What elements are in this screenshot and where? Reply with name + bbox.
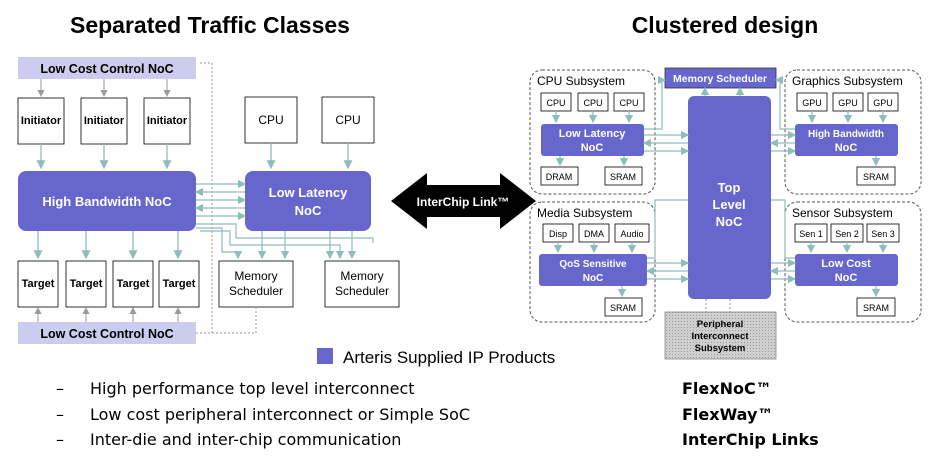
bullet-item: –Low cost peripheral interconnect or Sim…: [56, 404, 471, 424]
gpu-chip-label: GPU: [873, 98, 893, 108]
audio-label: Audio: [620, 229, 643, 239]
top-level-noc: [688, 96, 771, 299]
graphics-noc-line1: High Bandwidth: [808, 129, 884, 140]
cpu-subsystem-title: CPU Subsystem: [537, 74, 625, 88]
media-noc-line2: NoC: [583, 273, 604, 284]
memory-scheduler-bar-label: Memory Scheduler: [673, 73, 767, 85]
cpu-noc-line2: NoC: [581, 142, 604, 154]
peripheral-line2: Interconnect: [691, 331, 749, 342]
high-bandwidth-noc-label: High Bandwidth NoC: [42, 194, 172, 209]
target-label: Target: [22, 278, 55, 290]
media-subsystem-title: Media Subsystem: [537, 206, 632, 220]
sensor-subsystem-frame: [784, 201, 922, 323]
bullet-item: –High performance top level interconnect: [56, 379, 415, 398]
product-flexnoc: FlexNoC™: [682, 379, 772, 398]
sensor-sram-box: [856, 297, 896, 317]
media-sram-label: SRAM: [610, 303, 636, 313]
disp-label: Disp: [549, 229, 567, 239]
graphics-sram-box: [856, 166, 896, 186]
target-label: Target: [163, 278, 196, 290]
control-noc-top: [18, 57, 196, 79]
product-interchip: InterChip Links: [682, 430, 819, 449]
sensor-sram-label: SRAM: [863, 303, 889, 313]
memory-scheduler-line2: Scheduler: [335, 284, 389, 298]
top-level-noc-line2: Level: [712, 197, 745, 212]
product-list: FlexNoC™ FlexWay™ InterChip Links: [682, 376, 819, 453]
memory-scheduler-line2: Scheduler: [229, 284, 283, 298]
interchip-link-arrow: [391, 173, 536, 229]
target-label: Target: [117, 278, 150, 290]
memory-scheduler-box: [324, 260, 400, 308]
cpu-chip-label: CPU: [546, 98, 565, 108]
top-level-noc-line1: Top: [718, 180, 741, 195]
media-qos-noc: [539, 254, 647, 286]
graphics-noc-line2: NoC: [835, 142, 858, 154]
graphics-subsystem-title: Graphics Subsystem: [792, 74, 903, 88]
target-box: [158, 260, 200, 308]
target-label: Target: [70, 278, 103, 290]
initiator-label: Initiator: [147, 115, 188, 127]
cpu-noc-line1: Low Latency: [559, 128, 627, 140]
control-noc-top-label: Low Cost Control NoC: [40, 62, 173, 76]
memory-scheduler-line1: Memory: [234, 269, 277, 283]
product-flexway: FlexWay™: [682, 404, 774, 424]
graphics-high-bandwidth-noc: [795, 124, 898, 156]
sensor-chip-label: Sen 3: [871, 229, 895, 239]
peripheral-line3: Subsystem: [695, 343, 746, 354]
top-level-noc-line3: NoC: [716, 214, 743, 229]
sensor-noc-line1: Low Cost: [821, 258, 871, 270]
media-sram-box: [604, 297, 643, 317]
control-noc-bottom-label: Low Cost Control NoC: [40, 327, 173, 341]
dram-label: DRAM: [546, 172, 573, 182]
cpu-box: [244, 96, 298, 144]
cpu-label: CPU: [258, 113, 283, 127]
legend-label: Arteris Supplied IP Products: [343, 348, 555, 367]
initiator-box: [80, 97, 128, 145]
gpu-chip-label: GPU: [802, 98, 822, 108]
media-subsystem-frame: [529, 201, 656, 323]
sensor-chip-label: Sen 2: [835, 229, 859, 239]
cpu-low-latency-noc: [541, 124, 644, 156]
low-latency-noc-line2: NoC: [295, 203, 322, 218]
initiator-label: Initiator: [84, 115, 125, 127]
right-title: Clustered design: [632, 12, 819, 38]
cpu-sram-label: SRAM: [610, 172, 636, 182]
cpu-chip-label: CPU: [583, 98, 602, 108]
cpu-subsystem-frame: [529, 69, 656, 195]
memory-scheduler-box: [218, 260, 294, 308]
dram-box: [540, 166, 579, 186]
high-bandwidth-noc: [18, 171, 196, 231]
bullet-list: –High performance top level interconnect…: [56, 376, 470, 453]
media-noc-line1: QoS Sensitive: [559, 259, 627, 270]
left-title: Separated Traffic Classes: [70, 12, 350, 38]
cpu-sram-box: [604, 166, 643, 186]
low-latency-noc-line1: Low Latency: [269, 185, 349, 200]
peripheral-line1: Peripheral: [697, 319, 743, 330]
target-box: [112, 260, 154, 308]
cpu-chip-label: CPU: [619, 98, 638, 108]
target-box: [17, 260, 59, 308]
sensor-subsystem-title: Sensor Subsystem: [792, 206, 893, 220]
sensor-low-cost-noc: [795, 254, 898, 286]
dma-label: DMA: [584, 229, 604, 239]
sensor-noc-line2: NoC: [835, 272, 858, 284]
cpu-label: CPU: [335, 113, 360, 127]
graphics-subsystem-frame: [784, 69, 922, 195]
peripheral-subsystem: [664, 311, 777, 360]
memory-scheduler-line1: Memory: [340, 269, 383, 283]
initiator-label: Initiator: [21, 115, 62, 127]
legend-swatch: [317, 348, 333, 364]
initiator-box: [17, 97, 65, 145]
interchip-link-label: InterChip Link™: [417, 195, 510, 209]
gpu-chip-label: GPU: [838, 98, 858, 108]
bullet-item: –Inter-die and inter-chip communication: [56, 430, 402, 449]
graphics-sram-label: SRAM: [863, 172, 889, 182]
target-box: [65, 260, 107, 308]
sensor-chip-label: Sen 1: [799, 229, 823, 239]
control-noc-bottom: [18, 322, 196, 344]
low-latency-noc: [245, 171, 371, 231]
